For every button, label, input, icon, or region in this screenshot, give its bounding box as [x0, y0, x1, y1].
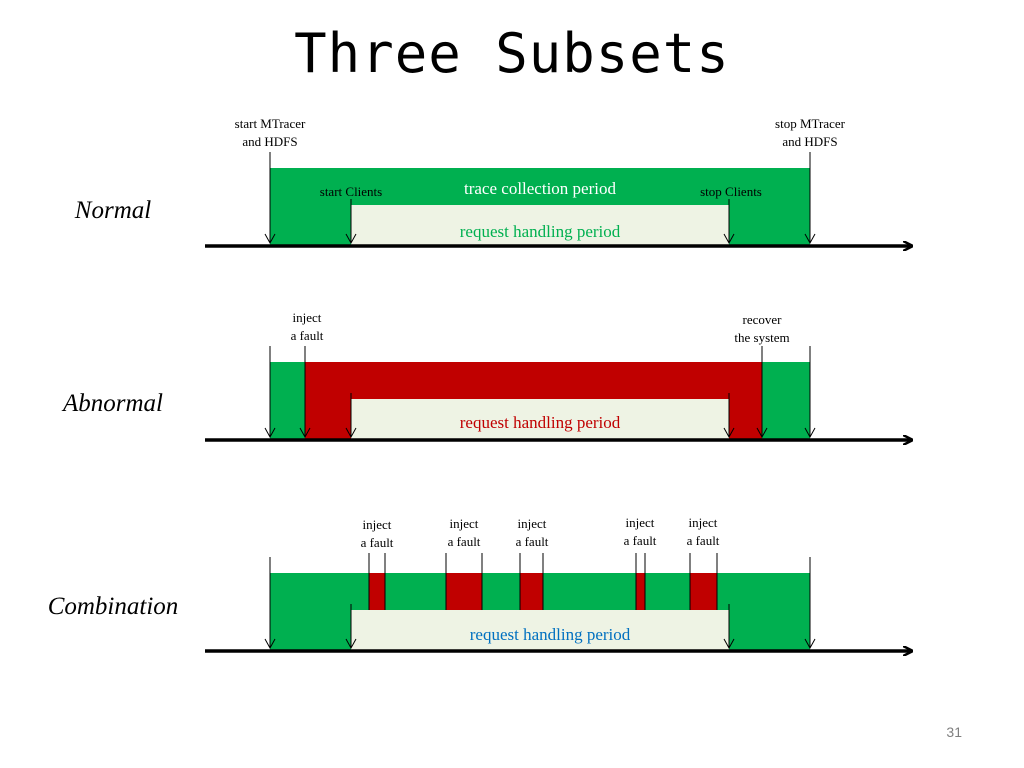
page-number: 31 [946, 724, 962, 740]
inject-fault-label-line1: inject [518, 516, 547, 531]
fault-segment [446, 573, 482, 610]
stop-clients-marker-head [723, 427, 735, 439]
trace-collection-label: trace collection period [464, 179, 616, 198]
stop-clients-marker-head [723, 638, 735, 650]
fault-segment [690, 573, 717, 610]
normal-row-label: Normal [74, 197, 151, 224]
request-handling-box [351, 399, 729, 440]
inject-fault-label-line2: a fault [291, 328, 324, 343]
stop-marker-head [804, 427, 816, 439]
inject-fault-label-line1: inject [293, 310, 322, 325]
request-handling-box [351, 205, 729, 246]
request-handling-label: request handling period [470, 625, 631, 644]
inject-fault-marker-head [299, 427, 311, 439]
stop-clients-label: stop Clients [700, 184, 762, 199]
request-handling-box [351, 610, 729, 651]
slide-title: Three Subsets [294, 22, 730, 85]
inject-fault-label-line1: inject [689, 515, 718, 530]
stop-mtracer-marker-head [804, 233, 816, 245]
start-mtracer-label-line1: start MTracer [235, 116, 306, 131]
start-mtracer-label-line2: and HDFS [242, 134, 297, 149]
stop-marker-head [804, 638, 816, 650]
stop-clients-marker-head [723, 233, 735, 245]
request-handling-label: request handling period [460, 413, 621, 432]
start-clients-marker-head [345, 427, 357, 439]
inject-fault-label-line2: a fault [448, 534, 481, 549]
recover-system-marker-head [756, 427, 768, 439]
combination-row: Combination request handling period inje… [48, 515, 912, 651]
stop-mtracer-label-line2: and HDFS [782, 134, 837, 149]
start-clients-label: start Clients [320, 184, 382, 199]
inject-fault-label-line2: a fault [361, 535, 394, 550]
request-handling-label: request handling period [460, 222, 621, 241]
start-clients-marker-head [345, 233, 357, 245]
stop-mtracer-label-line1: stop MTracer [775, 116, 846, 131]
start-mtracer-marker-head [264, 233, 276, 245]
inject-fault-label-line2: a fault [687, 533, 720, 548]
inject-fault-label-line2: a fault [516, 534, 549, 549]
inject-fault-label-line2: a fault [624, 533, 657, 548]
start-clients-marker-head [345, 638, 357, 650]
fault-segment [636, 573, 645, 610]
start-marker-head [264, 638, 276, 650]
normal-row: Normal trace collection period start Cli… [74, 116, 912, 246]
fault-segment [520, 573, 543, 610]
abnormal-row: Abnormal request handling period inject … [61, 310, 912, 440]
start-marker-head [264, 427, 276, 439]
abnormal-row-label: Abnormal [61, 390, 163, 417]
inject-fault-label-line1: inject [450, 516, 479, 531]
recover-system-label-line1: recover [743, 312, 783, 327]
fault-segment [369, 573, 385, 610]
combination-row-label: Combination [48, 593, 179, 620]
inject-fault-label-line1: inject [626, 515, 655, 530]
inject-fault-label-line1: inject [363, 517, 392, 532]
recover-system-label-line2: the system [734, 330, 789, 345]
